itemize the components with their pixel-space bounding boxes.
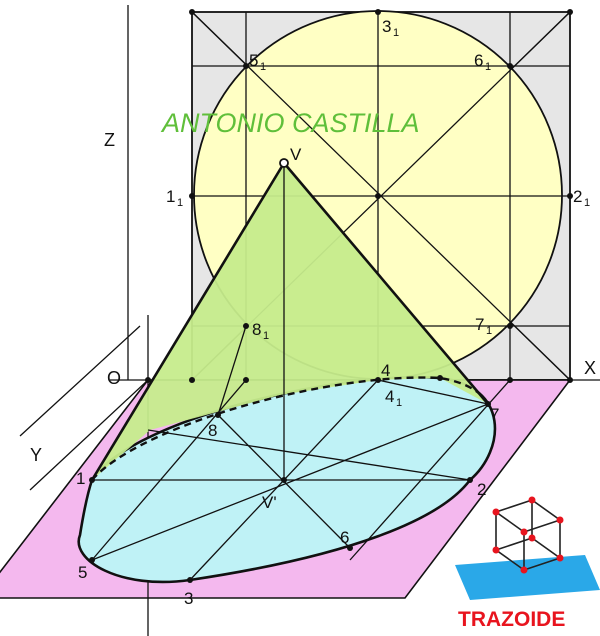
elevation-label-7: 7 xyxy=(475,315,484,334)
axis-z-label: Z xyxy=(104,130,115,150)
plan-point-dots xyxy=(89,375,491,583)
cone-generatrix-left xyxy=(90,162,286,481)
plan-label-3: 3 xyxy=(184,589,193,608)
author-watermark: ANTONIO CASTILLA xyxy=(160,108,420,138)
plan-label-8: 8 xyxy=(208,421,217,440)
axis-origin-label: O xyxy=(107,368,121,388)
cone-generatrix-right xyxy=(283,162,489,405)
plan-label-1: 1 xyxy=(76,469,85,488)
trazoide-logo: TRAZOIDE xyxy=(455,496,600,631)
hidden-base-edge xyxy=(91,376,490,481)
axis-y-label: Y xyxy=(30,445,42,465)
svg-text:1: 1 xyxy=(486,325,492,337)
svg-text:1: 1 xyxy=(485,61,491,73)
elevation-label-3: 3 xyxy=(382,17,391,36)
plan-labels: 1 2 3 4 5 6 7 8 xyxy=(76,361,499,608)
logo-platform xyxy=(455,555,600,600)
plan-label-5: 5 xyxy=(78,563,87,582)
svg-text:1: 1 xyxy=(396,397,402,409)
plan-label-4: 4 xyxy=(381,361,390,380)
elevation-label-1: 1 xyxy=(166,187,175,206)
vertex-v-prime-point xyxy=(281,477,287,483)
brand-name: TRAZOIDE xyxy=(458,608,565,631)
elevation-point-dots xyxy=(145,9,573,383)
cone-front-face xyxy=(92,163,488,480)
svg-text:1: 1 xyxy=(263,330,269,342)
svg-text:1: 1 xyxy=(393,27,399,39)
elevation-labels: 3 1 5 1 6 1 1 1 2 1 8 1 7 1 4 1 xyxy=(166,17,590,409)
vertex-v-label: V xyxy=(290,145,302,164)
elevation-label-8: 8 xyxy=(252,320,261,339)
elevation-label-2: 2 xyxy=(573,187,582,206)
elevation-label-4: 4 xyxy=(385,387,394,406)
axis-x-label: X xyxy=(584,358,596,378)
elevation-label-6: 6 xyxy=(474,51,483,70)
svg-text:1: 1 xyxy=(177,197,183,209)
logo-vertices xyxy=(492,496,564,574)
elevation-label-5: 5 xyxy=(249,51,258,70)
vertex-v-point xyxy=(279,158,289,168)
plan-label-7: 7 xyxy=(490,405,499,424)
svg-text:1: 1 xyxy=(260,61,266,73)
plan-label-6: 6 xyxy=(340,528,349,547)
plan-label-2: 2 xyxy=(477,480,486,499)
svg-text:1: 1 xyxy=(584,197,590,209)
vertex-v-prime-label: V' xyxy=(262,493,277,512)
